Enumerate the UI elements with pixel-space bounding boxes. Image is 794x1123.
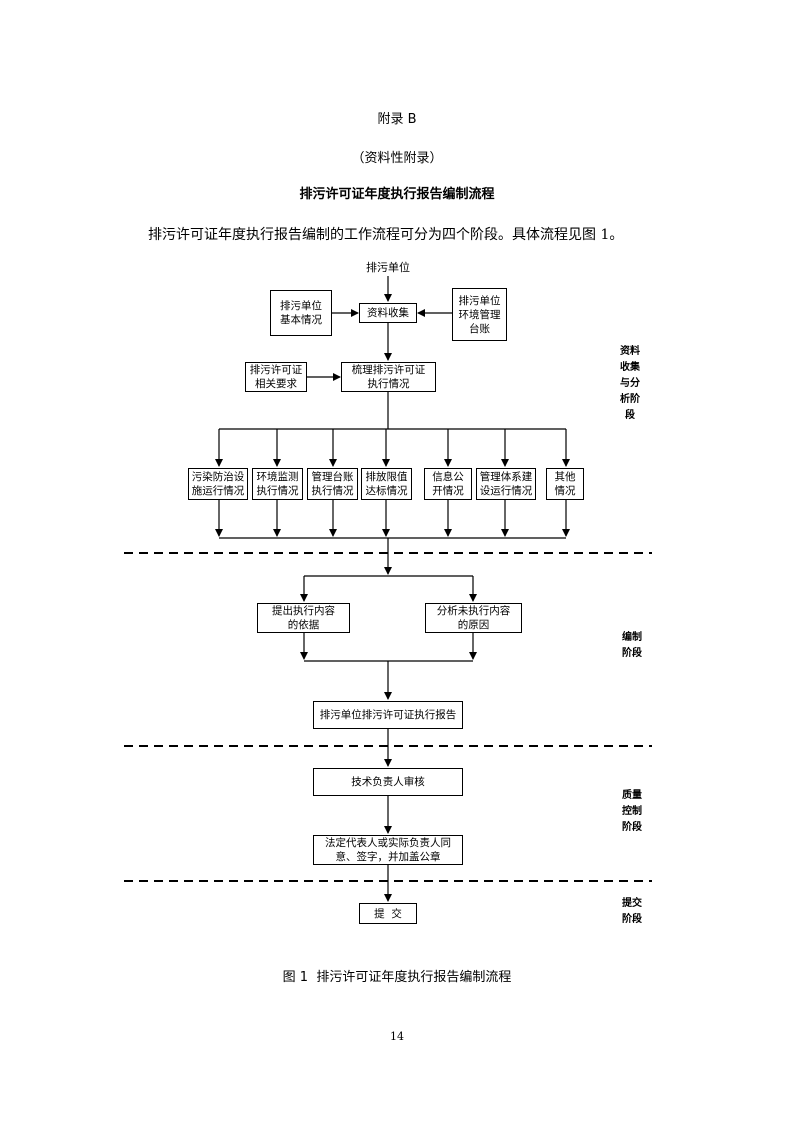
box-review: 技术负责人审核 xyxy=(313,768,463,796)
box-env-ledger: 排污单位 环境管理 台账 xyxy=(452,288,507,341)
box-reasons-line2: 的原因 xyxy=(457,619,490,631)
box-sign-line1: 法定代表人或实际负责人同 xyxy=(325,837,451,849)
box-permit-req-line1: 排污许可证 xyxy=(249,364,303,376)
item-3-line2: 执行情况 xyxy=(311,485,354,497)
section-title: 排污许可证年度执行报告编制流程 xyxy=(299,187,495,202)
box-reasons: 分析未执行内容 的原因 xyxy=(425,603,522,633)
intro-paragraph: 排污许可证年度执行报告编制的工作流程可分为四个阶段。具体流程见图 1。 xyxy=(148,227,624,243)
item-4-line1: 排放限值 xyxy=(365,471,408,483)
box-ledger-execution: 管理台账 执行情况 xyxy=(307,468,358,500)
phase2-line1: 编制 xyxy=(622,632,642,643)
item-3-line1: 管理台账 xyxy=(311,471,354,483)
box-submit: 提 交 xyxy=(359,903,417,924)
box-report-label: 排污单位排污许可证执行报告 xyxy=(319,709,457,721)
box-sort-execution: 梳理排污许可证 执行情况 xyxy=(341,362,436,392)
box-info-disclosure: 信息公 开情况 xyxy=(424,468,472,500)
item-1-line1: 污染防治设 xyxy=(191,471,245,483)
item-6-line2: 设运行情况 xyxy=(479,485,533,497)
box-basic-info-line1: 排污单位 xyxy=(280,300,322,312)
page-number: 14 xyxy=(390,1030,404,1043)
phase-label-compile: 编制 阶段 xyxy=(621,630,643,662)
item-2-line2: 执行情况 xyxy=(256,485,299,497)
box-basis-line2: 的依据 xyxy=(287,619,320,631)
box-review-label: 技术负责人审核 xyxy=(351,776,425,788)
box-sign: 法定代表人或实际负责人同 意、签字，并加盖公章 xyxy=(313,835,463,865)
box-env-ledger-line3: 台账 xyxy=(469,322,490,335)
appendix-title: 附录 B xyxy=(377,112,417,127)
phase-label-collect: 资料 收集 与分 析阶 段 xyxy=(619,344,641,424)
box-basic-info: 排污单位 基本情况 xyxy=(270,290,332,336)
box-sign-line2: 意、签字，并加盖公章 xyxy=(335,851,441,863)
item-6-line1: 管理体系建 xyxy=(479,471,533,483)
item-7-line1: 其他 xyxy=(554,471,576,483)
box-collect-label: 资料收集 xyxy=(367,307,409,319)
phase3-line1: 质量 xyxy=(622,790,642,801)
box-report: 排污单位排污许可证执行报告 xyxy=(313,701,463,729)
phase4-line2: 阶段 xyxy=(622,914,642,925)
box-env-monitoring: 环境监测 执行情况 xyxy=(252,468,303,500)
box-collect: 资料收集 xyxy=(359,303,417,323)
phase-label-submit: 提交 阶段 xyxy=(621,896,643,928)
phase3-line3: 阶段 xyxy=(622,822,642,833)
box-pollution-facility: 污染防治设 施运行情况 xyxy=(188,468,248,500)
item-5-line2: 开情况 xyxy=(432,485,464,497)
box-env-ledger-line2: 环境管理 xyxy=(458,308,501,321)
phase-label-quality: 质量 控制 阶段 xyxy=(621,788,643,836)
box-reasons-line1: 分析未执行内容 xyxy=(436,605,511,617)
box-submit-label: 提 交 xyxy=(374,907,402,920)
item-1-line2: 施运行情况 xyxy=(191,485,245,497)
phase3-line2: 控制 xyxy=(622,806,642,817)
figure-caption: 图 1 排污许可证年度执行报告编制流程 xyxy=(282,970,512,985)
appendix-type: （资料性附录） xyxy=(351,151,443,166)
box-env-ledger-line1: 排污单位 xyxy=(458,294,501,307)
phase2-line2: 阶段 xyxy=(622,648,642,659)
box-other: 其他 情况 xyxy=(546,468,584,500)
box-basis-line1: 提出执行内容 xyxy=(272,605,335,617)
phase1-line2: 收集 xyxy=(620,362,640,373)
box-management-system: 管理体系建 设运行情况 xyxy=(476,468,536,500)
item-5-line1: 信息公 xyxy=(432,471,464,483)
box-permit-req-line2: 相关要求 xyxy=(255,378,297,390)
phase1-line4: 析阶 xyxy=(620,394,640,405)
flow-start-label: 排污单位 xyxy=(366,261,410,274)
box-sort-exec-line2: 执行情况 xyxy=(367,378,410,390)
box-basis: 提出执行内容 的依据 xyxy=(257,603,350,633)
box-sort-exec-line1: 梳理排污许可证 xyxy=(351,364,426,376)
phase4-line1: 提交 xyxy=(622,898,642,909)
phase1-line3: 与分 xyxy=(620,378,640,389)
box-emission-limits: 排放限值 达标情况 xyxy=(361,468,412,500)
item-7-line2: 情况 xyxy=(554,485,576,497)
item-2-line1: 环境监测 xyxy=(256,471,299,483)
phase1-line1: 资料 xyxy=(620,346,640,357)
box-permit-requirements: 排污许可证 相关要求 xyxy=(245,362,307,392)
item-4-line2: 达标情况 xyxy=(365,485,408,497)
box-basic-info-line2: 基本情况 xyxy=(280,314,322,326)
phase1-line5: 段 xyxy=(625,410,635,421)
